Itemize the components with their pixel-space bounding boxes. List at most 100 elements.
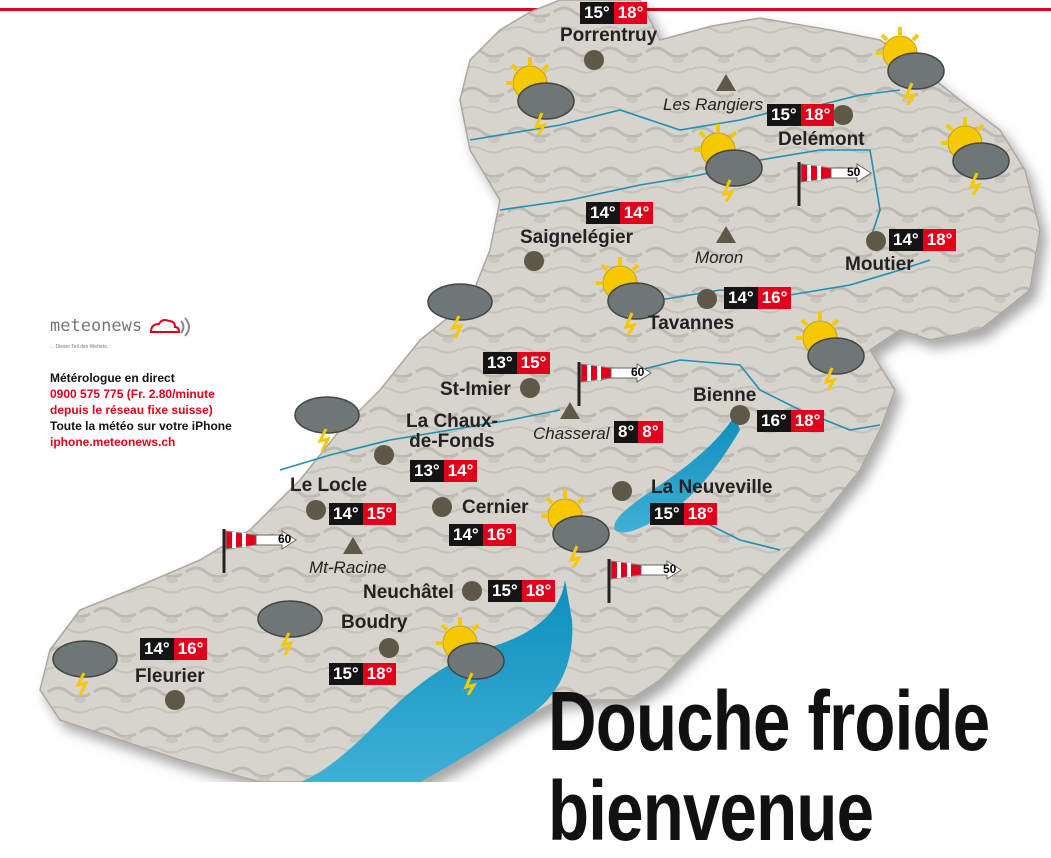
temp-max: 18°: [613, 2, 648, 24]
border-line: [279, 409, 561, 471]
wind-speed-label: 60: [631, 365, 645, 379]
temp-min: 16°: [757, 410, 791, 432]
peak-triangle: [560, 402, 580, 419]
city-dot: [612, 481, 632, 501]
temp-min: 14°: [889, 229, 923, 251]
top-rule: [0, 8, 1051, 11]
city-label: Saignelégier: [520, 227, 633, 248]
temp-min: 15°: [329, 663, 363, 685]
city-dot: [374, 445, 394, 465]
temp-cernier: 14°16°: [449, 524, 517, 546]
temp-le-locle: 14°15°: [329, 503, 397, 525]
sun-cloud-thunder-icon: [590, 255, 670, 340]
peak-label: Les Rangiers: [663, 95, 764, 114]
meteonews-logo: meteonews ... Dieser Teil des Wetters.: [50, 316, 193, 350]
city-dot: [432, 497, 452, 517]
temp-max: 18°: [922, 229, 957, 251]
peak-triangle: [716, 226, 736, 243]
headline: Douche froide bienvenue: [548, 676, 990, 858]
city-label: Neuchâtel: [363, 582, 454, 603]
cloud-thunder-icon: [292, 393, 362, 458]
border-line: [599, 359, 881, 431]
temp-max: 15°: [516, 352, 551, 374]
city-dot: [833, 105, 853, 125]
sun-cloud-thunder-icon: [790, 310, 870, 395]
temp-min: 13°: [483, 352, 517, 374]
sun-cloud-thunder-icon: [688, 122, 768, 207]
temp-boudry: 15°18°: [329, 663, 397, 685]
city-dot: [462, 581, 482, 601]
temp-max: 8°: [638, 421, 663, 443]
sun-cloud-thunder-icon: [430, 615, 510, 700]
sponsor-info: Métérologue en direct 0900 575 775 (Fr. …: [50, 370, 232, 450]
city-dot: [520, 378, 540, 398]
sponsor-phone: 0900 575 775 (Fr. 2.80/minute: [50, 387, 215, 401]
temp-neuchatel: 15°18°: [488, 580, 556, 602]
windsock-icon: 60: [220, 525, 300, 580]
windsock-icon: 50: [605, 555, 685, 610]
temp-min: 14°: [724, 287, 758, 309]
temp-porrentruy: 15°18°: [580, 2, 648, 24]
temp-max: 18°: [521, 580, 556, 602]
wind-speed-label: 50: [847, 165, 861, 179]
peak-triangle: [343, 537, 363, 554]
sun-cloud-thunder-icon: [500, 55, 580, 140]
temp-max: 18°: [683, 503, 718, 525]
border-line: [469, 89, 901, 141]
peak-triangle: [716, 74, 736, 91]
temp-chasseral: 8°8°: [614, 421, 663, 443]
temp-max: 18°: [800, 104, 835, 126]
temp-tavannes: 14°16°: [724, 287, 792, 309]
city-dot: [165, 690, 185, 710]
headline-line-2: bienvenue: [548, 764, 874, 858]
temp-min: 8°: [614, 421, 639, 443]
peak-label: Chasseral: [533, 424, 610, 443]
lake-neuchatel: [300, 580, 573, 782]
city-label: St-Imier: [440, 379, 511, 400]
lake-bienne: [614, 415, 740, 533]
windsock-icon: 60: [575, 358, 655, 413]
city-dot: [306, 500, 326, 520]
city-dot: [866, 231, 886, 251]
wind-speed-label: 60: [278, 532, 292, 546]
city-dot: [524, 251, 544, 271]
city-dot: [697, 289, 717, 309]
temp-min: 14°: [140, 638, 174, 660]
city-label: Tavannes: [648, 313, 735, 334]
temp-min: 15°: [488, 580, 522, 602]
temp-max: 14°: [443, 460, 478, 482]
city-label: Le Locle: [290, 475, 368, 496]
city-dot: [584, 50, 604, 70]
peak-label: Moron: [695, 248, 744, 267]
temp-fleurier: 14°16°: [140, 638, 208, 660]
temp-min: 15°: [767, 104, 801, 126]
sponsor-line: Toute la météo sur votre iPhone: [50, 419, 232, 433]
temp-min: 15°: [650, 503, 684, 525]
temp-min: 14°: [449, 524, 483, 546]
city-label: Moutier: [845, 254, 914, 275]
sun-cloud-thunder-icon: [935, 115, 1015, 200]
sponsor-line: depuis le réseau fixe suisse): [50, 403, 213, 417]
city-dot: [379, 638, 399, 658]
sun-cloud-thunder-icon: [535, 488, 615, 573]
city-label: Boudry: [341, 612, 408, 633]
temp-max: 16°: [757, 287, 792, 309]
city-label: Porrentruy: [560, 25, 658, 46]
temp-moutier: 14°18°: [889, 229, 957, 251]
border-line: [699, 519, 781, 551]
windsock-icon: 50: [795, 158, 875, 213]
temp-max: 16°: [482, 524, 517, 546]
temp-max: 15°: [362, 503, 397, 525]
logo-text: meteonews: [50, 316, 143, 337]
temp-min: 13°: [410, 460, 444, 482]
sponsor-link[interactable]: iphone.meteonews.ch: [50, 435, 176, 449]
city-label: La Chaux- de-Fonds: [406, 411, 498, 452]
temp-max: 18°: [362, 663, 397, 685]
temp-bienne: 16°18°: [757, 410, 825, 432]
temp-delemont: 15°18°: [767, 104, 835, 126]
temp-min: 14°: [329, 503, 363, 525]
cloud-thunder-icon: [50, 637, 120, 702]
city-label: Delémont: [778, 129, 865, 150]
temp-min: 14°: [586, 202, 620, 224]
city-dot: [730, 405, 750, 425]
